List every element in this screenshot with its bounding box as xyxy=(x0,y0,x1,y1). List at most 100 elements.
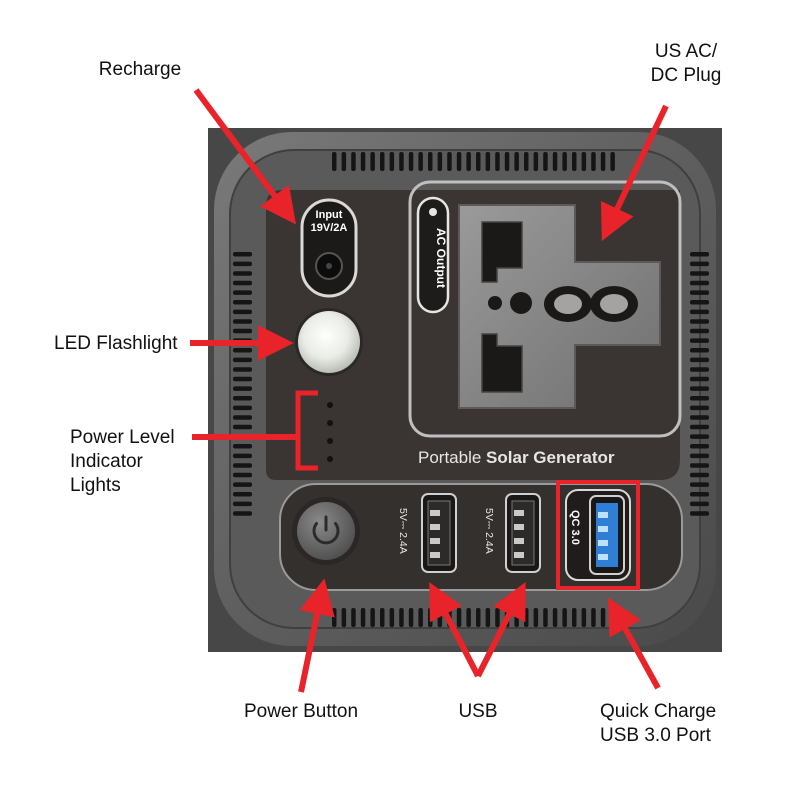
usb-port-1-pins xyxy=(430,510,440,558)
vent-slot xyxy=(690,319,709,324)
vent-slot xyxy=(690,492,709,497)
brand-regular: Portable xyxy=(418,448,486,467)
usb-port-1[interactable]: 5V⎓ 2.4A xyxy=(397,493,457,573)
vent-slot xyxy=(690,453,709,459)
vent-slot xyxy=(233,453,252,459)
callout-power-level-line1: Power Level xyxy=(70,427,175,448)
vent-slot xyxy=(690,472,709,478)
brand-bold: Solar Generator xyxy=(486,448,615,467)
vent-slot xyxy=(351,608,356,627)
vent-slot xyxy=(690,290,709,295)
socket-contact-left xyxy=(554,294,582,314)
usb-port-2[interactable]: 5V⎓ 2.4A xyxy=(483,493,541,573)
vent-slot xyxy=(233,300,252,305)
arrow-us-ac-dc-plug xyxy=(600,104,669,242)
vent-slot xyxy=(370,152,375,171)
input-label-line1: Input xyxy=(316,209,343,221)
callout-quick-charge: Quick Charge USB 3.0 Port xyxy=(600,700,750,748)
power-level-bracket xyxy=(295,390,318,471)
vent-slot xyxy=(690,434,709,439)
callout-arrows xyxy=(190,88,669,693)
callout-power-level-line2: Indicator xyxy=(70,451,143,472)
recharge-input-jack[interactable]: Input 19V/2A xyxy=(300,198,358,298)
ac-frame xyxy=(408,180,682,438)
vent-slot xyxy=(690,386,709,391)
vent-slot xyxy=(418,608,423,627)
vent-slot xyxy=(690,280,709,286)
usb-port-2-tongue xyxy=(511,500,535,566)
led-flashlight xyxy=(295,308,363,376)
vent-slot xyxy=(341,608,347,627)
vent-slots xyxy=(233,152,709,627)
indicator-dot xyxy=(327,420,333,426)
vent-slot xyxy=(690,300,709,305)
power-icon xyxy=(312,522,340,545)
dc-jack-pin xyxy=(326,263,332,269)
power-button[interactable] xyxy=(292,497,360,565)
vent-slot xyxy=(233,348,252,353)
vent-slot xyxy=(690,348,709,353)
vent-slot xyxy=(690,376,709,382)
vent-slot xyxy=(233,492,252,497)
vent-slot xyxy=(408,608,414,627)
vent-slot xyxy=(233,482,252,487)
callout-usb: USB xyxy=(448,700,508,724)
socket-holes xyxy=(481,221,638,393)
vent-slot xyxy=(524,608,529,627)
callout-power-level: Power Level Indicator Lights xyxy=(70,426,200,498)
qc-label: QC 3.0 xyxy=(569,510,581,545)
callout-led-flashlight: LED Flashlight xyxy=(54,332,194,356)
vent-slot xyxy=(572,152,577,171)
vent-slot xyxy=(233,309,252,315)
vent-slot xyxy=(233,357,252,363)
usb-port-1-tongue xyxy=(427,500,451,566)
callout-recharge: Recharge xyxy=(84,58,196,82)
usb-pin xyxy=(514,538,524,544)
vent-slot xyxy=(591,152,596,171)
led-lens xyxy=(298,311,360,373)
arrow-usb-right xyxy=(475,582,526,678)
usb-port-2-label: 5V⎓ 2.4A xyxy=(483,508,495,554)
vent-slot xyxy=(399,152,404,171)
vent-slot xyxy=(476,608,481,627)
socket-slot-top xyxy=(481,221,523,283)
vent-slot xyxy=(341,152,347,171)
vent-slot xyxy=(504,152,510,171)
vent-slot xyxy=(233,252,252,257)
vent-slot xyxy=(380,152,385,171)
vent-slot xyxy=(437,152,443,171)
vent-slot xyxy=(332,152,337,171)
vent-slot xyxy=(360,608,366,627)
vent-slot xyxy=(495,608,500,627)
vent-slot xyxy=(233,261,252,267)
callout-power-button-text: Power Button xyxy=(243,701,359,722)
usb-pin xyxy=(598,512,608,518)
vent-slot xyxy=(533,608,539,627)
vent-slot xyxy=(428,152,433,171)
vent-slot xyxy=(233,376,252,382)
vent-slot xyxy=(233,511,252,516)
vent-slot xyxy=(600,608,606,627)
usb-pin xyxy=(598,540,608,546)
vent-slot xyxy=(233,328,252,334)
vent-slot xyxy=(600,152,606,171)
vent-slot xyxy=(514,608,519,627)
vent-slot xyxy=(233,367,252,372)
usb-port-1-label: 5V⎓ 2.4A xyxy=(397,508,409,554)
vent-slot xyxy=(233,405,252,411)
vent-slot xyxy=(447,152,452,171)
ac-output-area: AC Output xyxy=(408,180,682,438)
usb-pin xyxy=(514,524,524,530)
vent-slot xyxy=(552,608,558,627)
ac-output-led xyxy=(429,208,437,216)
vent-slot xyxy=(690,271,709,276)
vent-slot xyxy=(495,152,500,171)
arrow-usb-left xyxy=(429,582,481,678)
vent-slot xyxy=(690,501,709,507)
vent-slot xyxy=(543,152,548,171)
socket-contact-right xyxy=(600,294,628,314)
usb-port-2-pins xyxy=(514,510,524,558)
vent-slot xyxy=(233,501,252,507)
quick-charge-port[interactable]: QC 3.0 xyxy=(556,480,640,590)
indicator-dot xyxy=(327,402,333,408)
